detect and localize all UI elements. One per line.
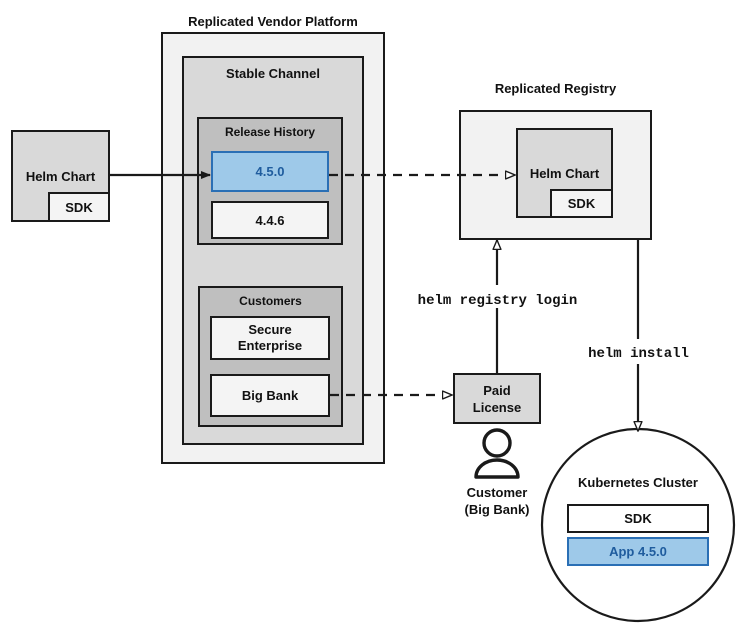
cluster-item-app[interactable]: App 4.5.0 [567,537,709,566]
customer-actor-line2: (Big Bank) [464,502,530,517]
release-version-4-5-0[interactable]: 4.5.0 [211,151,329,192]
paid-license-box[interactable]: Paid License [453,373,541,424]
customer-big-bank[interactable]: Big Bank [210,374,330,417]
cluster-item-label: App 4.5.0 [609,544,667,559]
release-version-label: 4.4.6 [255,212,285,228]
source-sdk-label: SDK [65,199,93,215]
customers-label: Customers [239,294,302,308]
release-history-label: Release History [224,125,316,139]
registry-sdk-box[interactable]: SDK [550,189,613,218]
customer-actor-line1: Customer [466,485,528,500]
source-sdk-box[interactable]: SDK [48,192,110,222]
helm-registry-login-command: helm registry login [417,293,578,309]
helm-install-command: helm install [588,346,689,362]
customer-name-label: Secure Enterprise [237,322,303,353]
kubernetes-cluster-label: Kubernetes Cluster [578,475,698,490]
release-version-4-4-6[interactable]: 4.4.6 [211,201,329,239]
customer-secure-enterprise[interactable]: Secure Enterprise [210,316,330,360]
registry-sdk-label: SDK [567,196,596,211]
cluster-item-sdk[interactable]: SDK [567,504,709,533]
release-version-label: 4.5.0 [255,164,285,179]
source-helm-chart-label: Helm Chart [25,168,96,184]
registry-title: Replicated Registry [494,81,617,96]
customer-name-label: Big Bank [241,388,299,403]
cluster-item-label: SDK [624,511,652,526]
platform-title: Replicated Vendor Platform [188,14,358,29]
customer-person-icon [474,428,520,479]
stable-channel-label: Stable Channel [226,66,320,81]
paid-license-label: Paid License [472,382,522,415]
registry-helm-chart-label: Helm Chart [529,165,600,181]
